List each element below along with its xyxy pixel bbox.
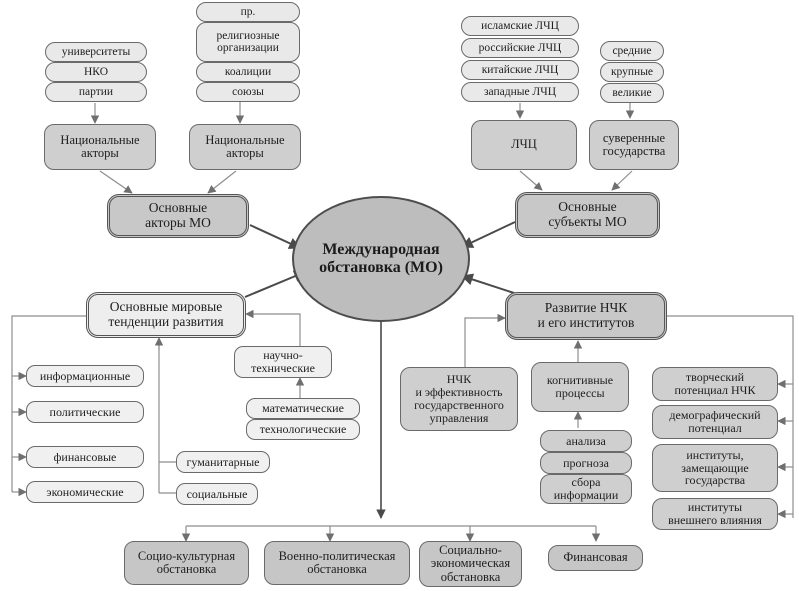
node-analysis: анализа <box>540 430 632 452</box>
node-mathematical: математические <box>246 398 360 419</box>
node-other: пр. <box>196 2 300 22</box>
nck-left-link <box>464 313 506 368</box>
node-social: социальные <box>176 483 258 505</box>
node-national-actors-a: Национальные акторы <box>44 124 156 170</box>
node-chinese-lzc: китайские ЛЧЦ <box>461 60 579 80</box>
node-great: великие <box>600 83 664 103</box>
node-socioeconomic: Социально- экономическая обстановка <box>419 541 522 587</box>
arrow-lzc-to-main <box>519 170 543 191</box>
arrow-actors-b-to-main <box>207 170 237 194</box>
arrow-nck-to-center <box>460 273 515 294</box>
node-universities: университеты <box>45 42 147 62</box>
scitech-link <box>245 309 301 346</box>
node-forecast: прогноза <box>540 452 632 474</box>
node-financial: финансовые <box>26 446 144 468</box>
node-creative-potential: творческий потенциал НЧК <box>652 367 778 401</box>
node-demographic: демографический потенциал <box>652 405 778 439</box>
node-political: политические <box>26 401 144 423</box>
nck-right-bracket <box>667 315 794 518</box>
node-sovereign-states: суверенные государства <box>589 120 679 170</box>
node-ngo: НКО <box>45 62 147 82</box>
node-sociocultural: Социо-культурная обстановка <box>124 541 249 585</box>
arrow-sovereign-to-main <box>611 170 633 191</box>
node-parties: партии <box>45 82 147 102</box>
node-unions: союзы <box>196 82 300 102</box>
node-main-subjects: Основные субъекты МО <box>515 192 660 238</box>
node-military-political: Военно-политическая обстановка <box>264 541 410 585</box>
node-financial-situation: Финансовая <box>548 545 643 571</box>
node-info-gathering: сбора информации <box>540 474 632 504</box>
node-scitech: научно- технические <box>234 346 332 378</box>
node-national-actors-b: Национальные акторы <box>189 124 301 170</box>
node-humanitarian: гуманитарные <box>176 451 270 473</box>
node-nck-efficiency: НЧК и эффективность государственного упр… <box>400 367 518 431</box>
node-nck-development: Развитие НЧК и его институтов <box>505 292 667 340</box>
node-large: крупные <box>600 62 664 82</box>
node-substitute-institutions: институты, замещающие государства <box>652 444 778 492</box>
node-western-lzc: западные ЛЧЦ <box>461 82 579 102</box>
arrow-actors-a-to-main <box>99 170 133 194</box>
node-lzc: ЛЧЦ <box>471 120 577 170</box>
node-informational: информационные <box>26 365 144 387</box>
node-religious-orgs: религиозные организации <box>196 22 300 62</box>
node-coalitions: коалиции <box>196 62 300 82</box>
arrow-actors-main-to-center <box>249 224 302 249</box>
node-technological: технологические <box>246 419 360 440</box>
node-russian-lzc: российские ЛЧЦ <box>461 38 579 58</box>
node-main-actors: Основные акторы МО <box>107 194 249 238</box>
node-cognitive: когнитивные процессы <box>531 362 629 412</box>
node-international-situation: Международная обстановка (МО) <box>292 196 470 322</box>
trends-left-bracket <box>11 315 86 492</box>
arrow-subjects-main-to-center <box>460 221 516 248</box>
node-economic: экономические <box>26 481 144 503</box>
node-external-influence: институты внешнего влияния <box>652 498 778 530</box>
node-world-trends: Основные мировые тенденции развития <box>86 292 246 338</box>
node-medium: средние <box>600 41 664 61</box>
node-islamic-lzc: исламские ЛЧЦ <box>461 16 579 36</box>
